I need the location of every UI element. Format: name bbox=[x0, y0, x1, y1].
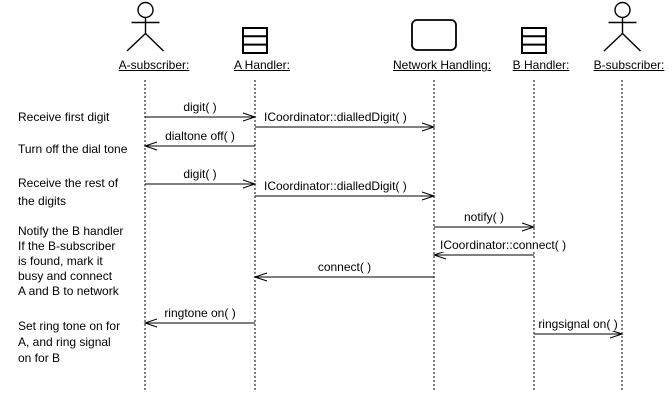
message-arrow bbox=[534, 329, 624, 339]
message-arrow bbox=[145, 179, 257, 189]
message-label: digit( ) bbox=[181, 167, 219, 181]
message-label: ringtone on( ) bbox=[162, 306, 238, 320]
annotation-block: Turn off the dial tone bbox=[18, 141, 127, 157]
participant-label-network-handling: Network Handling: bbox=[392, 58, 492, 72]
object-icon bbox=[521, 27, 547, 54]
message-label: connect( ) bbox=[315, 260, 374, 274]
message-label: ICoordinator::dialledDigit( ) bbox=[262, 110, 409, 124]
annotation-line: Set ring tone on for bbox=[18, 319, 121, 333]
message-arrow bbox=[253, 272, 434, 282]
message-label: notify( ) bbox=[461, 210, 507, 224]
annotation-line: busy and connect bbox=[18, 269, 113, 283]
participant-label-b-handler: B Handler: bbox=[512, 58, 570, 72]
participant-a-subscriber bbox=[126, 1, 164, 391]
annotation-line: is found, mark it bbox=[18, 254, 103, 268]
message-arrow bbox=[143, 318, 255, 328]
annotation-line: Turn off the dial tone bbox=[18, 142, 128, 156]
message-arrow bbox=[432, 250, 534, 260]
annotation-line: Notify the B handler bbox=[18, 224, 124, 238]
participant-label-b-subscriber: B-subscriber: bbox=[593, 58, 665, 72]
annotation-line: Receive the rest of bbox=[18, 176, 119, 190]
annotation-block: Receive the rest of the digits bbox=[18, 174, 118, 210]
actor-icon bbox=[603, 1, 641, 52]
actor-icon bbox=[126, 1, 164, 52]
message-label: digit( ) bbox=[181, 100, 219, 114]
network-icon bbox=[411, 19, 457, 51]
annotation-block: Set ring tone on for A, and ring signal on… bbox=[18, 318, 120, 366]
message-arrow bbox=[255, 191, 436, 201]
annotation-block: Receive first digit bbox=[18, 109, 109, 125]
annotation-line: A and B to network bbox=[18, 284, 119, 298]
object-icon bbox=[242, 27, 268, 54]
message-label: dialtone off( ) bbox=[163, 129, 237, 143]
annotation-line: Receive first digit bbox=[18, 110, 110, 124]
participant-a-handler bbox=[242, 27, 268, 391]
annotation-line: on for B bbox=[18, 351, 61, 365]
participant-network-handling bbox=[411, 19, 457, 391]
message-label: ICoordinator::connect( ) bbox=[438, 238, 569, 252]
participant-b-handler bbox=[521, 27, 547, 391]
annotation-line: If the B-subscriber bbox=[18, 239, 116, 253]
annotation-line: A, and ring signal bbox=[18, 335, 111, 349]
message-arrow bbox=[255, 122, 436, 132]
message-label: ICoordinator::dialledDigit( ) bbox=[262, 179, 409, 193]
participant-b-subscriber bbox=[603, 1, 641, 391]
annotation-line: the digits bbox=[18, 194, 67, 208]
message-label: ringsignal on( ) bbox=[536, 317, 620, 331]
participant-label-a-subscriber: A-subscriber: bbox=[118, 58, 190, 72]
participant-label-a-handler: A Handler: bbox=[233, 58, 291, 72]
message-arrow bbox=[434, 222, 536, 232]
message-arrow bbox=[145, 112, 257, 122]
message-arrow bbox=[143, 141, 255, 151]
